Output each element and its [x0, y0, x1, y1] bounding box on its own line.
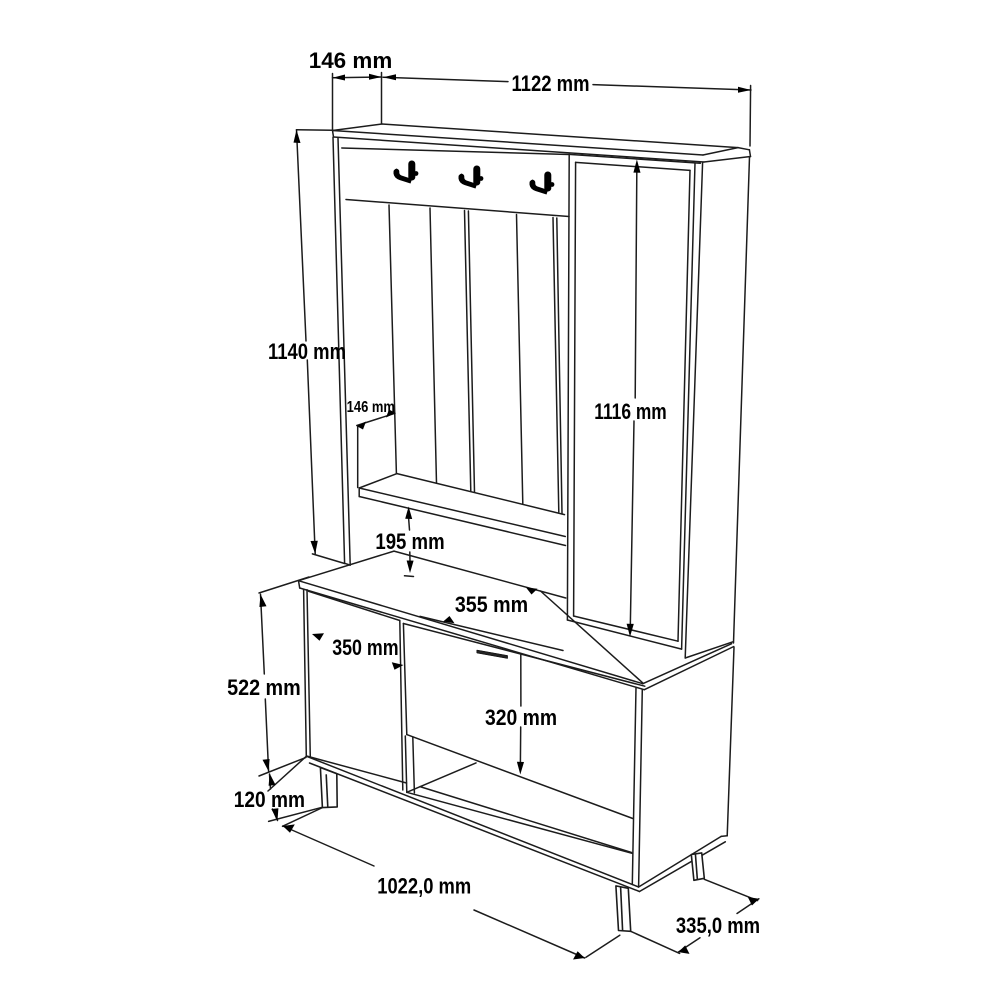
svg-text:1022,0 mm: 1022,0 mm [377, 875, 471, 899]
svg-text:146 mm: 146 mm [309, 48, 393, 73]
svg-text:146 mm: 146 mm [347, 399, 395, 417]
svg-text:1122 mm: 1122 mm [511, 73, 589, 97]
svg-text:350 mm: 350 mm [332, 636, 398, 660]
svg-text:1116 mm: 1116 mm [594, 400, 666, 424]
svg-text:335,0 mm: 335,0 mm [676, 915, 760, 939]
svg-text:355 mm: 355 mm [455, 593, 528, 617]
svg-text:120 mm: 120 mm [234, 788, 305, 813]
svg-text:320 mm: 320 mm [485, 706, 557, 730]
svg-text:1140 mm: 1140 mm [268, 341, 346, 365]
svg-text:522 mm: 522 mm [227, 676, 301, 700]
svg-text:195 mm: 195 mm [375, 531, 444, 555]
